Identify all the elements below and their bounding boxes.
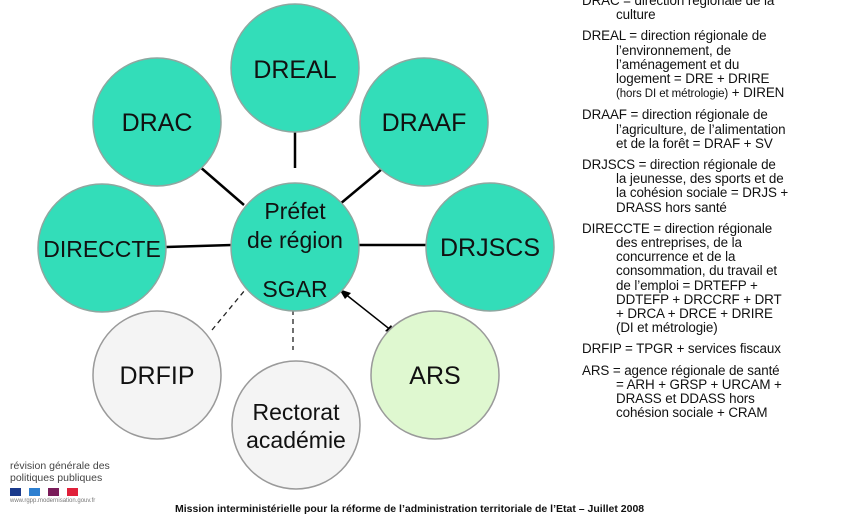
legend-drjscs: DRJSCS = direction régionale de la jeune…	[582, 157, 844, 215]
legend-line: de l’emploi = DRTEFP +	[616, 277, 758, 293]
legend-line: culture	[616, 7, 656, 23]
logo-line2: politiques publiques	[10, 472, 103, 484]
connector-draaf	[339, 168, 383, 205]
legend-line: concurrence et de la	[616, 249, 736, 265]
legend-line: ARS = agence régionale de santé	[582, 362, 780, 378]
legend-line: l’agriculture, de l’alimentation	[616, 121, 786, 137]
logo-square	[10, 488, 21, 496]
legend-ars: ARS = agence régionale de santé = ARH + …	[582, 362, 844, 421]
node-rectorat-line2: académie	[246, 427, 346, 453]
legend-line-small: (hors DI et métrologie)	[616, 88, 729, 101]
legend-line: DRASS et DDASS hors	[616, 391, 755, 407]
connector-drac	[198, 165, 245, 206]
node-rectorat-line1: Rectorat	[253, 399, 341, 425]
legend-draaf: DRAAF = direction régionale de l’agricul…	[582, 108, 844, 151]
node-ars: ARS	[370, 310, 500, 440]
legend-line: la cohésion sociale = DRJS +	[616, 185, 789, 201]
center-line2: de région	[247, 227, 343, 253]
org-diagram: DREAL DRAC DRAAF DIRECCTE DRJSCS Préfet …	[37, 3, 555, 490]
node-drjscs: DRJSCS	[425, 182, 555, 312]
legend-drac: DRAC = direction régionale de la culture	[582, 0, 844, 22]
node-direccte-label: DIRECCTE	[43, 236, 161, 262]
legend: DRAC = direction régionale de la culture…	[582, 0, 844, 427]
legend-line: et de la forêt = DRAF + SV	[616, 135, 773, 151]
legend-line-rest: + DIREN	[728, 85, 785, 101]
node-drjscs-label: DRJSCS	[440, 234, 540, 262]
legend-line: la jeunesse, des sports et de	[616, 171, 784, 187]
legend-line: DRASS hors santé	[616, 199, 727, 215]
legend-line: cohésion sociale + CRAM	[616, 405, 768, 421]
legend-line: (hors DI et métrologie) + DIREN	[582, 86, 844, 101]
connector-drfip	[211, 289, 246, 331]
connector-ars	[343, 292, 393, 332]
rgpp-logo: révision générale des politiques publiqu…	[10, 460, 130, 504]
center-line3: SGAR	[262, 276, 327, 302]
legend-dreal: DREAL = direction régionale de l’environ…	[582, 29, 844, 101]
legend-drfip: DRFIP = TPGR + services fiscaux	[582, 342, 844, 356]
node-rectorat: Rectorat académie	[231, 360, 361, 490]
footer-caption: Mission interministérielle pour la réfor…	[175, 503, 645, 515]
legend-line: DRJSCS = direction régionale de	[582, 157, 776, 173]
legend-line: logement = DRE + DRIRE	[616, 71, 770, 87]
legend-line: DRFIP = TPGR + services fiscaux	[582, 341, 781, 357]
node-drfip: DRFIP	[92, 310, 222, 440]
legend-line: l’aménagement et du	[616, 56, 740, 72]
legend-line: DREAL = direction régionale de	[582, 28, 767, 44]
node-draaf: DRAAF	[359, 57, 489, 187]
node-dreal: DREAL	[230, 3, 360, 133]
legend-line: DIRECCTE = direction régionale	[582, 220, 773, 236]
legend-line: des entreprises, de la	[616, 235, 742, 251]
legend-direccte: DIRECCTE = direction régionale des entre…	[582, 220, 844, 336]
connector-direccte	[165, 243, 233, 249]
node-draaf-label: DRAAF	[382, 109, 467, 137]
center-line1: Préfet	[264, 198, 326, 224]
logo-line1: révision générale des	[10, 460, 110, 472]
logo-square	[67, 488, 78, 496]
legend-line: = ARH + GRSP + URCAM +	[616, 376, 782, 392]
legend-line: l’environnement, de	[616, 42, 731, 58]
node-direccte: DIRECCTE	[37, 183, 167, 313]
legend-line: consommation, du travail et	[616, 263, 778, 279]
node-drfip-label: DRFIP	[120, 362, 195, 390]
legend-line: DRAC = direction régionale de la	[582, 0, 775, 8]
logo-square	[29, 488, 40, 496]
logo-squares	[10, 488, 130, 496]
node-center: Préfet de région SGAR	[230, 182, 360, 312]
node-drac-label: DRAC	[122, 109, 193, 137]
node-drac: DRAC	[92, 57, 222, 187]
logo-square	[48, 488, 59, 496]
legend-line: DRAAF = direction régionale de	[582, 107, 768, 123]
node-ars-label: ARS	[409, 362, 460, 390]
legend-line: + DRCA + DRCE + DRIRE	[616, 306, 773, 322]
node-dreal-label: DREAL	[253, 56, 336, 84]
logo-url: www.rgpp.modernisation.gouv.fr	[10, 498, 96, 504]
legend-line: (DI et métrologie)	[616, 320, 718, 336]
legend-line: DDTEFP + DRCCRF + DRT	[616, 291, 782, 307]
